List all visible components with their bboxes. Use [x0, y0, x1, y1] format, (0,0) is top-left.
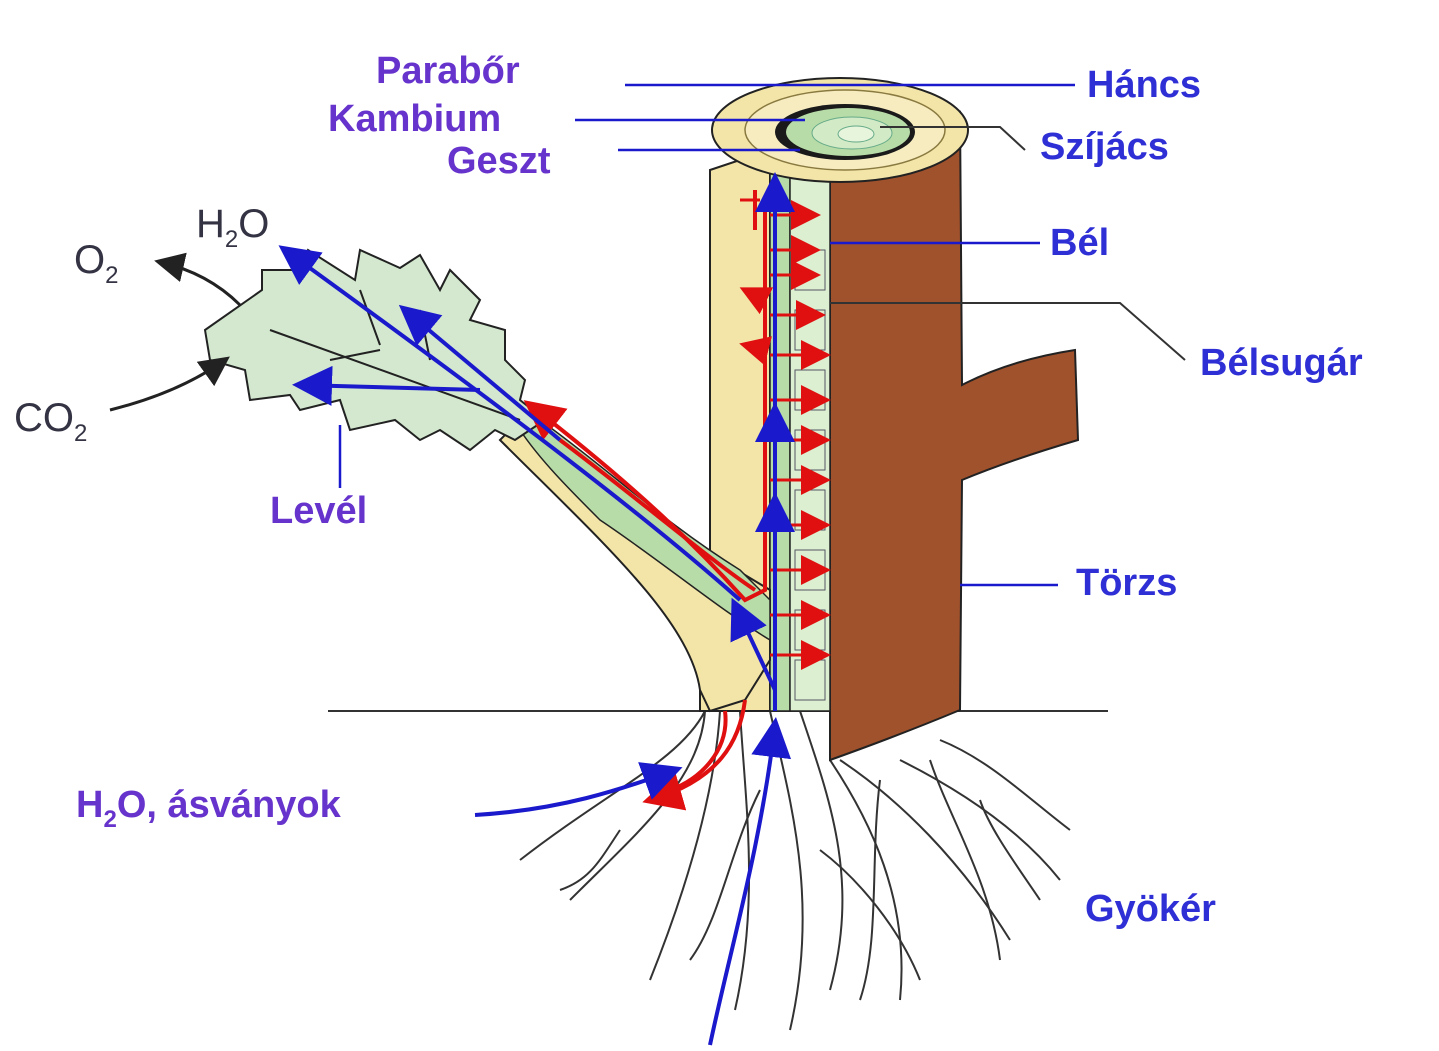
label-kambium: Kambium: [328, 100, 501, 138]
roots: [520, 711, 1070, 1030]
label-gyoker: Gyökér: [1085, 890, 1216, 928]
label-water-minerals: H2O, ásványok: [76, 786, 341, 832]
label-geszt: Geszt: [447, 142, 550, 180]
co2-sub: 2: [74, 420, 87, 447]
label-carbon-dioxide: CO2: [14, 398, 87, 446]
label-belsugar: Bélsugár: [1200, 344, 1363, 382]
label-szijacs: Szíjács: [1040, 128, 1169, 166]
label-hancs: Háncs: [1087, 66, 1201, 104]
oxygen-main: O: [74, 238, 105, 282]
water-top-rest: O: [238, 202, 269, 246]
co2-main: CO: [14, 396, 74, 440]
label-water-top: H2O: [196, 204, 269, 252]
label-level: Levél: [270, 492, 367, 530]
label-bel: Bél: [1050, 224, 1109, 262]
trunk-pith: [790, 140, 830, 711]
water-minerals-sub: 2: [103, 806, 116, 833]
water-top-h: H: [196, 202, 225, 246]
label-oxygen: O2: [74, 240, 118, 288]
water-top-sub: 2: [225, 226, 238, 253]
trunk-cross-section: [712, 78, 968, 182]
water-minerals-rest: O, ásványok: [117, 784, 341, 826]
oxygen-sub: 2: [105, 262, 118, 289]
label-parabor: Parabőr: [376, 52, 520, 90]
label-torzs: Törzs: [1076, 564, 1177, 602]
water-minerals-h: H: [76, 784, 103, 826]
trunk-bark: [830, 112, 1078, 760]
